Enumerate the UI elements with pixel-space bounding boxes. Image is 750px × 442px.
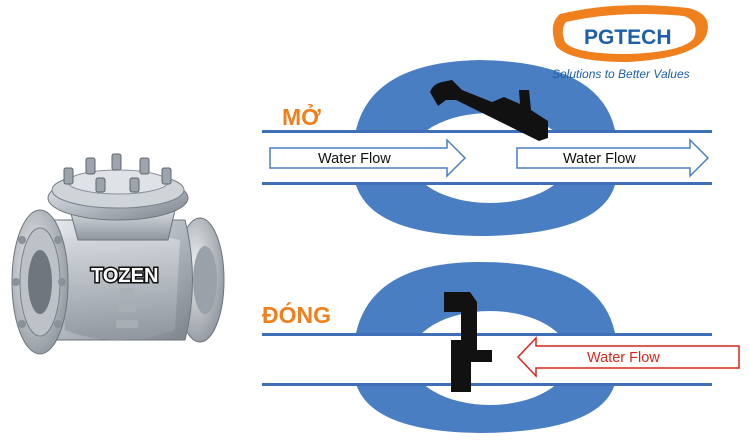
open-valve-bottom-body	[356, 185, 615, 236]
open-state-label: MỞ	[282, 102, 321, 130]
closed-flow-label: Water Flow	[587, 350, 660, 366]
open-inflow-arrow	[269, 138, 467, 178]
closed-reverse-flow-arrow	[516, 336, 740, 378]
open-disc	[430, 80, 548, 141]
open-valve-diagram	[262, 60, 712, 236]
closed-pipe-top-line	[262, 333, 712, 336]
open-outflow-arrow	[516, 138, 710, 178]
closed-disc	[444, 292, 492, 392]
maker-mark: TOZEN	[91, 265, 158, 287]
open-outflow-label: Water Flow	[563, 151, 636, 167]
open-valve-top-body	[356, 60, 615, 130]
closed-valve-diagram	[262, 262, 740, 433]
open-pipe-bottom-line	[262, 182, 712, 185]
closed-state-label: ĐÓNG	[262, 301, 331, 328]
brand-name: PGTECH	[584, 26, 672, 49]
brand-tagline: Solutions to Better Values	[552, 67, 690, 81]
closed-valve-bottom-body	[356, 384, 615, 433]
closed-pipe-bottom-line	[262, 383, 712, 386]
closed-valve-top-body	[356, 262, 615, 333]
open-pipe-top-line	[262, 130, 712, 133]
valve-photo	[11, 153, 225, 355]
open-inflow-label: Water Flow	[318, 151, 391, 167]
pgtech-logo	[552, 5, 708, 63]
